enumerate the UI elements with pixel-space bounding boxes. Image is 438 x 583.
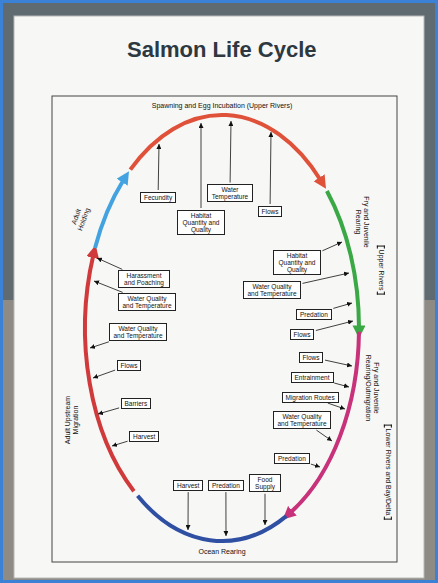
- factor-box: Harassment and Poaching: [118, 270, 170, 288]
- cycle-arc-holding: [95, 180, 124, 248]
- leader-arrow: [334, 383, 349, 387]
- factor-box: Water Quality and Temperature: [273, 411, 331, 429]
- stage-label: Ocean Rearing: [198, 548, 245, 556]
- leader-arrow: [158, 144, 160, 190]
- leader-arrow: [322, 242, 342, 251]
- factor-box: Flows: [117, 360, 142, 371]
- factor-text: Flows: [294, 331, 311, 338]
- stage-label: Spawning and Egg Incubation (Upper River…: [152, 102, 292, 110]
- factor-text: Water Quality and Temperature: [122, 295, 172, 309]
- factor-text: Water Temperature: [211, 186, 249, 200]
- factor-text: Habitat Quantity and Quality: [277, 252, 317, 273]
- leader-arrow: [328, 403, 345, 409]
- factor-box: Harvest: [129, 431, 159, 442]
- leader-arrow: [316, 430, 332, 441]
- stage-label-text: Fry and Juvenile Rearing: [355, 196, 370, 247]
- stage-label-text: Spawning and Egg Incubation (Upper River…: [152, 102, 292, 109]
- factor-text: Predation: [278, 455, 306, 462]
- stage-label-text: Lower Rivers and Bay/Delta: [384, 425, 392, 520]
- leader-arrow: [316, 321, 353, 331]
- factor-box: Water Quality and Temperature: [118, 293, 176, 311]
- factor-box: Food Supply: [249, 474, 281, 492]
- factor-text: Fecundity: [144, 194, 172, 201]
- factor-text: Migration Routes: [286, 394, 335, 401]
- stage-label: Upper Rivers: [377, 246, 385, 295]
- stage-label: Lower Rivers and Bay/Delta: [384, 425, 392, 520]
- leader-arrow: [325, 360, 352, 366]
- leader-arrow: [90, 342, 109, 348]
- factor-box: Harvest: [173, 480, 203, 491]
- poster-board: [14, 16, 424, 578]
- factor-text: Flows: [121, 362, 138, 369]
- leader-arrow: [311, 464, 320, 467]
- leader-arrow: [230, 121, 232, 183]
- factor-text: Flows: [303, 354, 320, 361]
- leader-arrow: [270, 132, 272, 204]
- stage-label-text: Fry and Juvenile Rearing/Outmigration: [365, 355, 380, 422]
- factor-text: Predation: [212, 482, 240, 489]
- leader-arrow: [201, 123, 202, 208]
- factor-box: Water Quality and Temperature: [109, 323, 167, 341]
- cycle-arc-upstream: [85, 255, 134, 491]
- factor-text: Water Quality and Temperature: [113, 325, 163, 339]
- stage-label: Adult Holding: [68, 201, 93, 234]
- factor-text: Predation: [300, 311, 328, 318]
- factor-text: Water Quality and Temperature: [277, 413, 327, 427]
- leader-arrow: [93, 370, 115, 378]
- factor-box: Habitat Quantity and Quality: [177, 210, 225, 235]
- factor-text: Barriers: [125, 400, 148, 407]
- stage-label: Adult Upstream Migration: [64, 387, 79, 453]
- factor-box: Flows: [258, 206, 283, 217]
- leader-arrow: [333, 303, 352, 308]
- stage-label: Fry and Juvenile Rearing: [354, 194, 369, 250]
- leader-arrow: [265, 494, 266, 525]
- factor-box: Fecundity: [140, 192, 176, 203]
- cycle-arc-ocean: [138, 496, 287, 541]
- poster-title: Salmon Life Cycle: [127, 37, 317, 63]
- leader-arrow: [98, 408, 119, 414]
- factor-box: Water Quality and Temperature: [243, 281, 301, 299]
- factor-text: Food Supply: [253, 476, 277, 490]
- factor-text: Harvest: [177, 482, 199, 489]
- factor-box: Barriers: [121, 398, 152, 409]
- factor-box: Predation: [274, 453, 310, 464]
- factor-box: Habitat Quantity and Quality: [273, 250, 321, 275]
- factor-text: Water Quality and Temperature: [247, 283, 297, 297]
- factor-box: Flows: [299, 352, 324, 363]
- factor-text: Harassment and Poaching: [122, 272, 166, 286]
- stage-label-text: Ocean Rearing: [198, 548, 245, 555]
- factor-box: Water Temperature: [207, 184, 253, 202]
- stage-label-text: Upper Rivers: [377, 246, 385, 295]
- factor-box: Predation: [208, 480, 244, 491]
- factor-box: Predation: [296, 309, 332, 320]
- factor-text: Habitat Quantity and Quality: [181, 212, 221, 233]
- factor-text: Flows: [262, 208, 279, 215]
- cycle-arc-fry-rearing: [327, 191, 359, 328]
- inner-frame: [52, 96, 397, 562]
- stage-label-text: Adult Holding: [70, 207, 91, 232]
- factor-box: Migration Routes: [282, 392, 339, 403]
- leader-arrow: [97, 258, 122, 269]
- factor-box: Entrainment: [291, 372, 334, 383]
- factor-box: Flows: [290, 329, 315, 340]
- factor-text: Entrainment: [295, 374, 330, 381]
- stage-label-text: Adult Upstream Migration: [64, 396, 79, 444]
- leader-arrow: [225, 492, 226, 536]
- leader-arrow: [112, 441, 128, 446]
- leader-arrow: [188, 492, 189, 530]
- stage-label: Fry and Juvenile Rearing/Outmigration: [364, 352, 379, 424]
- factor-text: Harvest: [133, 433, 155, 440]
